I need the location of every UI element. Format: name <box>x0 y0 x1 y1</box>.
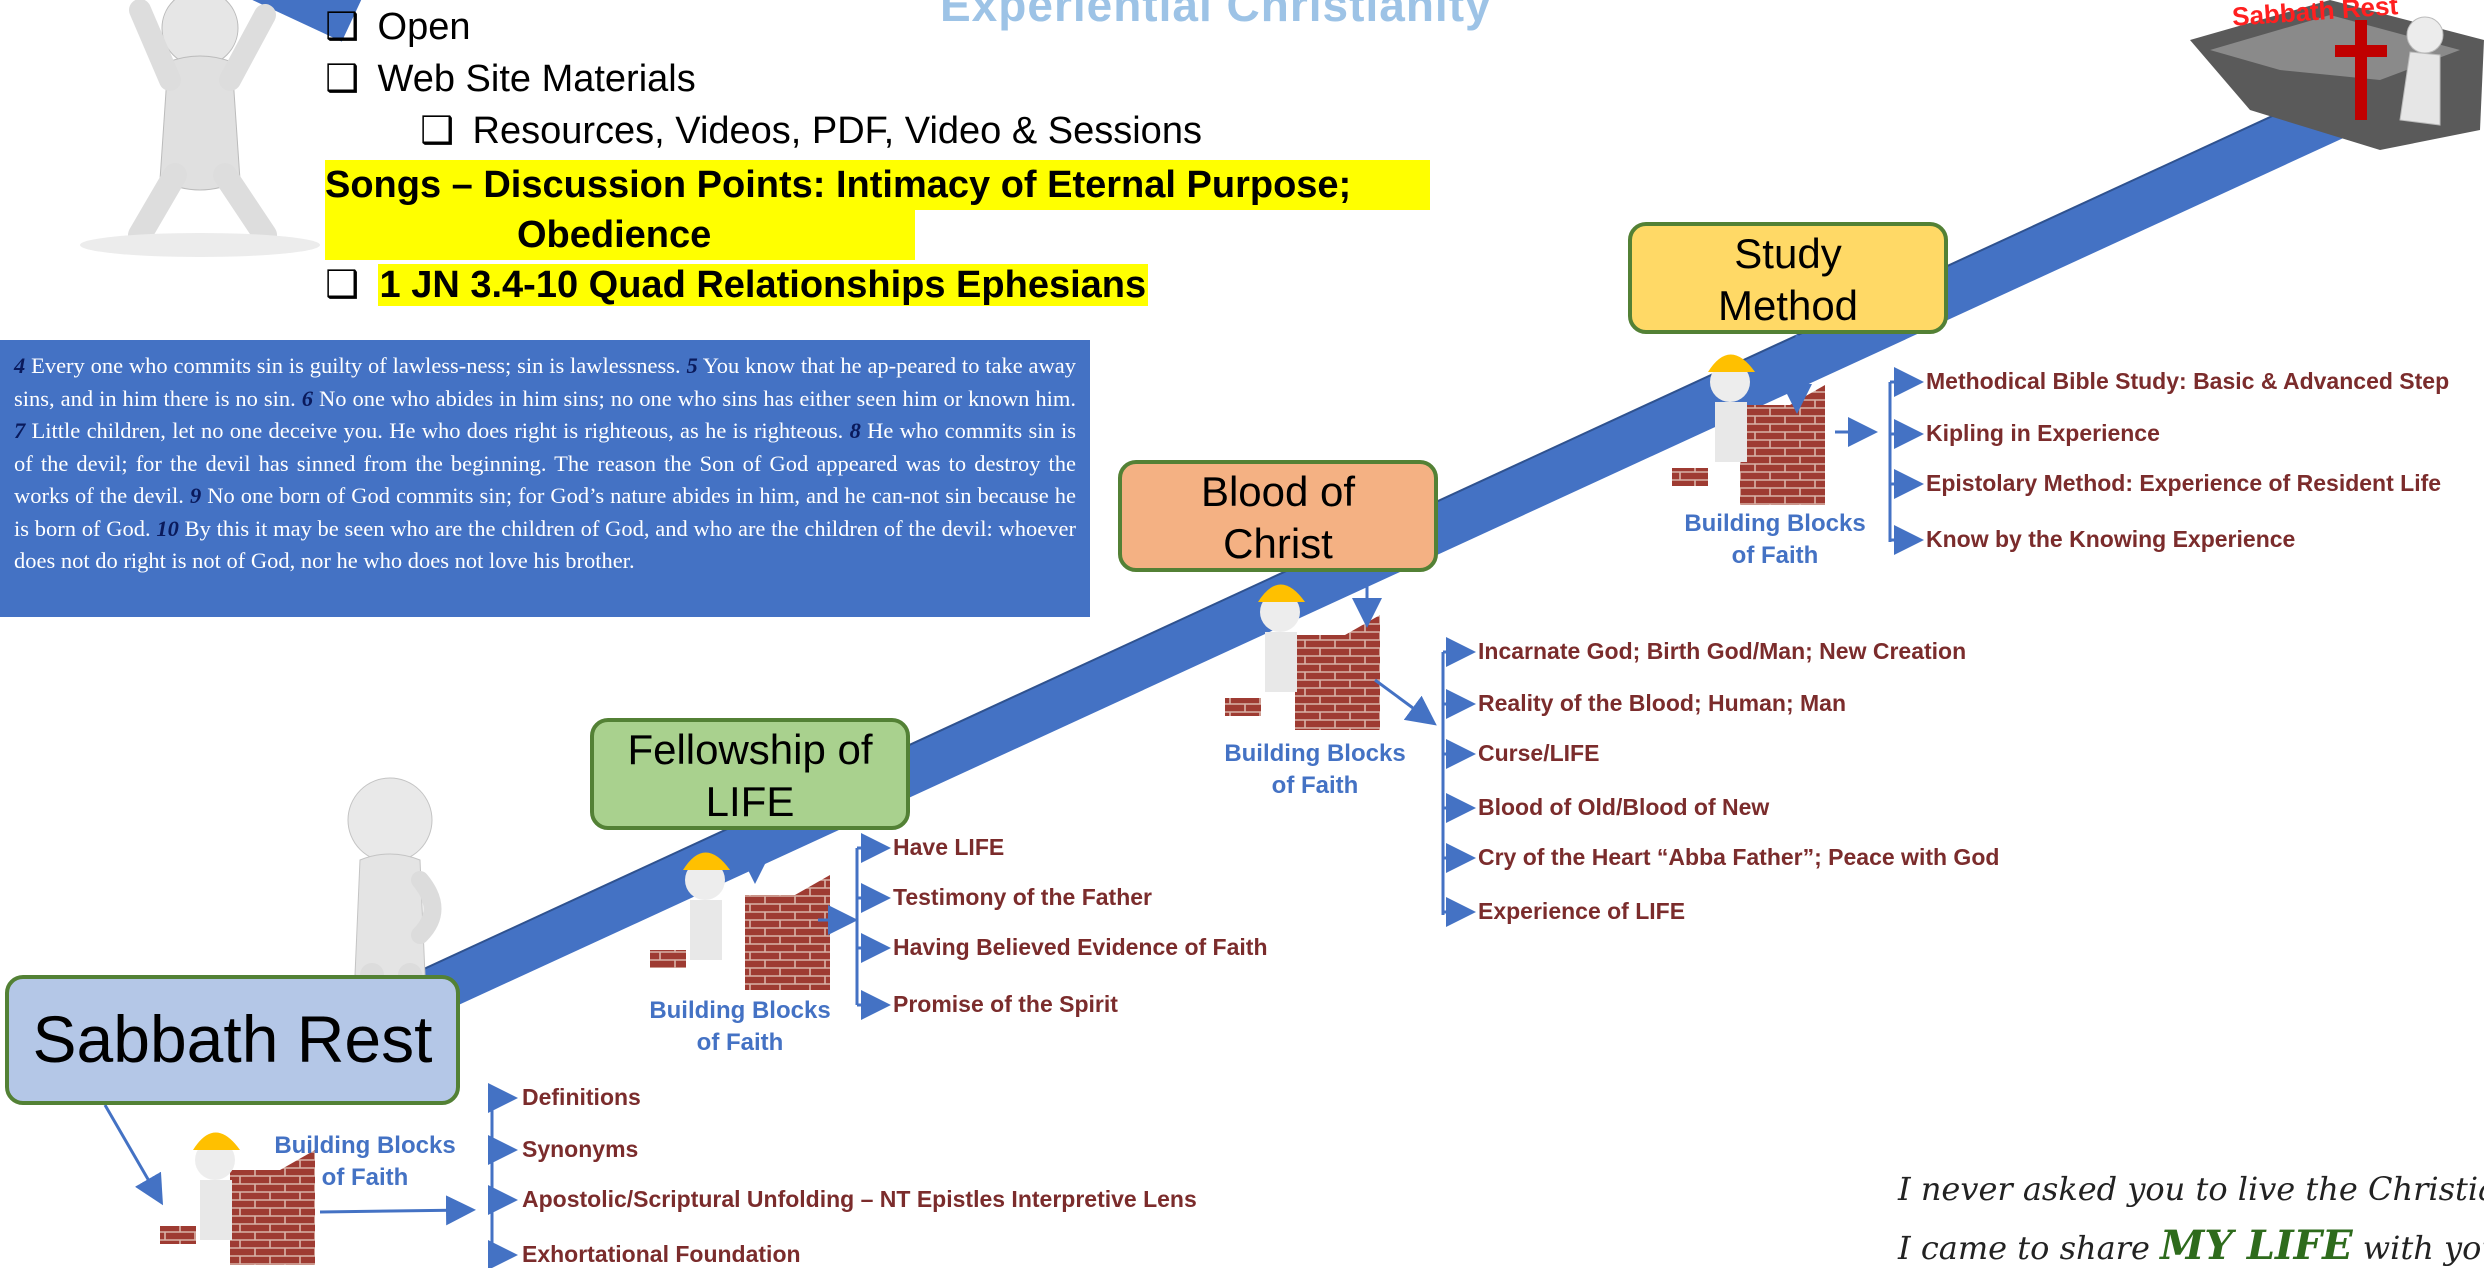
checklist-web-materials: ❑ Web Site Materials <box>325 56 696 100</box>
builder-sabbath <box>160 1132 315 1265</box>
scripture-box: 4 Every one who commits sin is guilty of… <box>0 340 1090 617</box>
list-item-incarnate: Incarnate God; Birth God/Man; New Creati… <box>1478 638 1967 664</box>
list-item-reality: Reality of the Blood; Human; Man <box>1478 690 1846 716</box>
page-title: Experiential Christianity <box>940 0 1492 31</box>
highlight-line-2: Obedience Hypothesis <box>325 210 915 306</box>
list-item-abba: Cry of the Heart “Abba Father”; Peace wi… <box>1478 844 2000 870</box>
step-blood-of-christ: Blood of Christ <box>1118 460 1438 572</box>
verse-text: You know that he ap-peared to take away … <box>14 353 1077 411</box>
quote-line-1: I never asked you to live the Christian … <box>1898 1170 2484 1208</box>
step-fellowship-of-life: Fellowship of LIFE <box>590 718 910 830</box>
verse-number: 4 <box>14 353 26 378</box>
list-item-definitions: Definitions <box>522 1084 641 1110</box>
quote-line-2: I came to share MY LIFE with you. <box>1898 1222 2484 1269</box>
verse-text: Every one who commits sin is guilty of l… <box>31 353 681 378</box>
verse-text: No one who abides in him sins; no one wh… <box>319 385 1077 411</box>
step-study-method: Study Method <box>1628 222 1948 334</box>
checklist-open: ❑ Open <box>325 4 471 48</box>
list-item-old-new: Blood of Old/Blood of New <box>1478 794 1770 820</box>
checkbox-icon: ❑ <box>420 108 455 152</box>
verse-text: By this it may be seen who are the child… <box>14 515 1077 574</box>
list-item-curse: Curse/LIFE <box>1478 740 1600 766</box>
checklist-resources: ❑ Resources, Videos, PDF, Video & Sessio… <box>420 108 1202 152</box>
list-item-epistolary: Epistolary Method: Experience of Residen… <box>1926 470 2442 496</box>
quote-emphasis: MY LIFE <box>2160 1222 2353 1269</box>
verse-number: 6 <box>301 385 314 411</box>
list-item-exhortational: Exhortational Foundation <box>522 1241 801 1267</box>
list-item-synonyms: Synonyms <box>522 1136 639 1162</box>
verse-text: No one born of God commits sin; for God’… <box>14 483 1077 541</box>
list-item-know: Know by the Knowing Experience <box>1926 526 2296 552</box>
highlight-line-1: Songs – Discussion Points: Intimacy of E… <box>325 160 1430 256</box>
summit-figure <box>2190 0 2484 150</box>
list-item-promise: Promise of the Spirit <box>893 991 1118 1017</box>
verse-number: 8 <box>849 418 861 443</box>
verse-text: Little children, let no one deceive you.… <box>31 418 844 443</box>
step-sabbath-rest: Sabbath Rest <box>5 975 460 1105</box>
verse-number: 10 <box>156 515 179 541</box>
checklist-1jn: ❑ 1 JN 3.4-10 Quad Relationships Ephesia… <box>325 262 1149 306</box>
builder-blood <box>1225 584 1380 730</box>
list-item-testimony: Testimony of the Father <box>893 884 1152 910</box>
verse-number: 9 <box>189 483 202 508</box>
checkbox-icon: ❑ <box>325 262 360 306</box>
checkbox-icon: ❑ <box>325 4 360 48</box>
verse-number: 5 <box>686 353 698 378</box>
list-item-kipling: Kipling in Experience <box>1926 420 2160 446</box>
checkbox-icon: ❑ <box>325 56 360 100</box>
builder-study <box>1672 354 1825 505</box>
list-item-apostolic: Apostolic/Scriptural Unfolding – NT Epis… <box>522 1186 1197 1212</box>
list-item-experience: Experience of LIFE <box>1478 898 1686 924</box>
list-item-believed: Having Believed Evidence of Faith <box>893 934 1268 960</box>
verse-text: He who commits sin is of the devil; for … <box>14 418 1077 508</box>
builder-fellowship <box>650 852 830 990</box>
list-item-have-life: Have LIFE <box>893 834 1005 860</box>
list-item-methodical: Methodical Bible Study: Basic & Advanced… <box>1926 368 2450 394</box>
figure-holding-sign <box>80 0 363 257</box>
verse-number: 7 <box>14 418 26 443</box>
